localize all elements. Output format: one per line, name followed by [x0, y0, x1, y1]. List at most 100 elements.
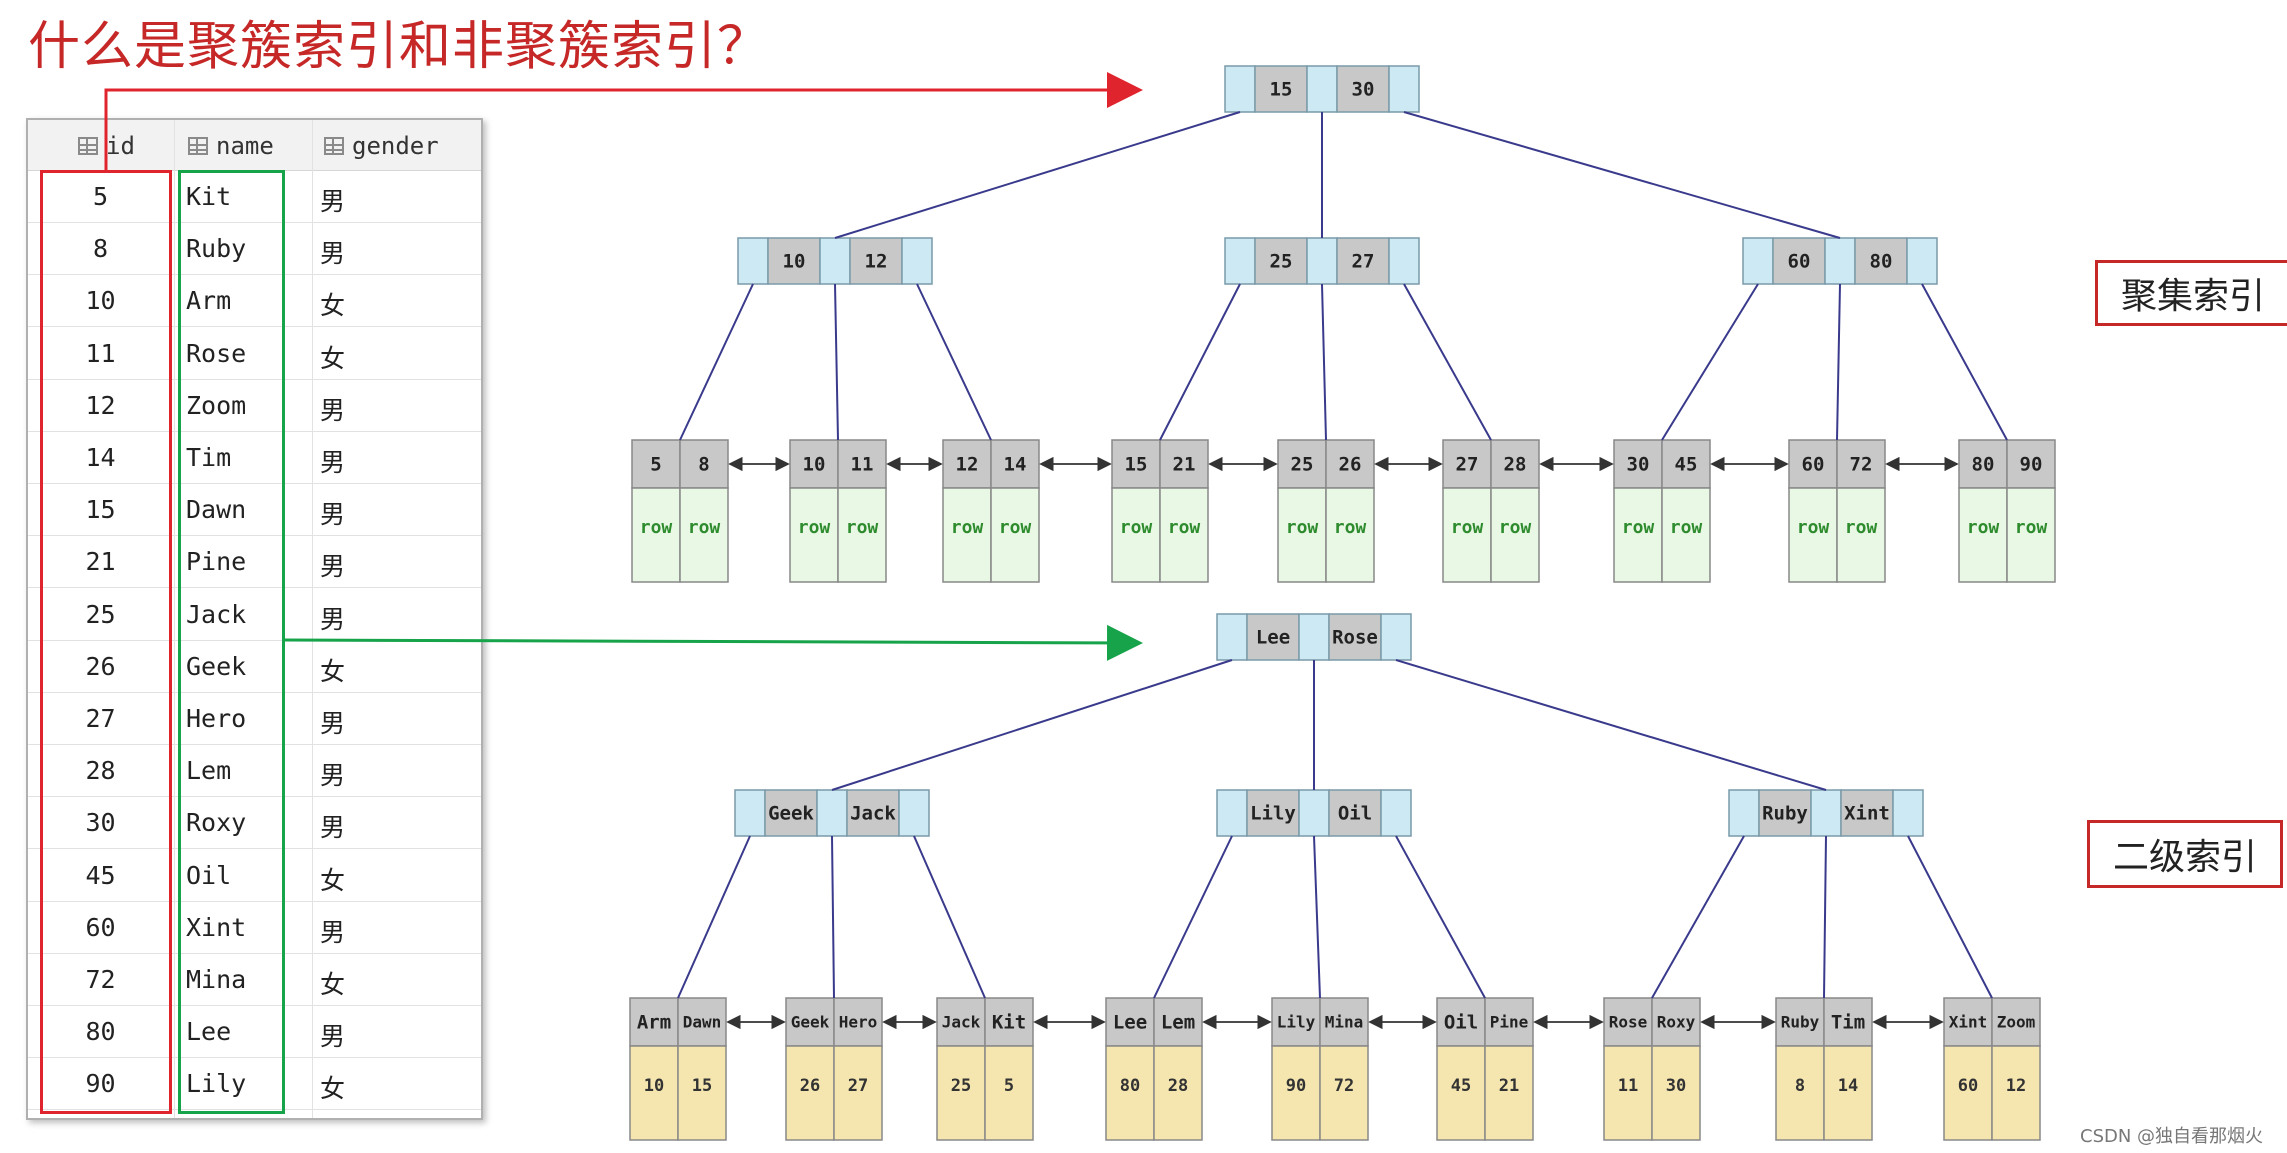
secondary-leaf-data-cell	[1319, 1045, 1369, 1141]
secondary-root-pointer-cell	[1380, 613, 1412, 661]
secondary-leaf-key: Ruby	[1781, 1013, 1820, 1032]
secondary-leaf-key-cell	[1105, 997, 1155, 1047]
secondary-internal-pointer-cell	[816, 789, 848, 837]
watermark: CSDN @独自看那烟火	[2080, 1126, 2264, 1147]
secondary-internal-key-cell	[1758, 789, 1812, 837]
secondary-internal-key-cell	[1328, 789, 1382, 837]
secondary-leaf-key: Hero	[839, 1013, 878, 1032]
clustered-leaf-data-cell	[1613, 487, 1663, 583]
secondary-internal-key-cell	[1840, 789, 1894, 837]
clustered-leaf-key: 12	[956, 454, 979, 476]
secondary-leaf-key: Mina	[1325, 1013, 1364, 1032]
clustered-leaf-data-cell	[1325, 487, 1375, 583]
secondary-leaf-key: Dawn	[683, 1013, 722, 1032]
secondary-internal-key: Xint	[1844, 803, 1890, 825]
clustered-leaf-key-cell	[631, 439, 681, 489]
clustered-internal-edge	[1836, 283, 1841, 441]
cell-name: Roxy	[186, 808, 247, 838]
clustered-internal-pointer-cell	[819, 237, 851, 285]
clustered-internal-pointer-cell	[1824, 237, 1856, 285]
clustered-leaf-data: row	[640, 517, 673, 538]
column-header-gender[interactable]: gender	[324, 132, 439, 160]
secondary-root-edge	[1395, 659, 1827, 791]
clustered-leaf-data: row	[1622, 517, 1655, 538]
secondary-leaf-key-cell	[1603, 997, 1653, 1047]
secondary-leaf-data-cell	[1991, 1045, 2041, 1141]
clustered-leaf-key-cell	[990, 439, 1040, 489]
clustered-leaf-key: 28	[1504, 454, 1527, 476]
cell-name: Jack	[186, 599, 247, 629]
clustered-leaf-data-cell	[789, 487, 839, 583]
clustered-leaf-data: row	[999, 517, 1032, 538]
secondary-internal-edge	[1651, 835, 1745, 999]
clustered-internal-pointer-cell	[1224, 237, 1256, 285]
cell-name: Xint	[186, 912, 247, 942]
secondary-leaf-key-cell	[1651, 997, 1701, 1047]
clustered-leaf-key: 21	[1173, 454, 1196, 476]
table-header: id name gender	[28, 120, 481, 171]
clustered-leaf-key-cell	[942, 439, 992, 489]
cell-gender: 男	[320, 604, 346, 634]
clustered-leaf-key: 80	[1972, 454, 1995, 476]
secondary-leaf-key-cell	[1153, 997, 1203, 1047]
clustered-leaf-data-cell	[1159, 487, 1209, 583]
secondary-leaf-key: Geek	[791, 1013, 830, 1032]
secondary-internal-edge	[1153, 835, 1233, 999]
secondary-internal-key-cell	[846, 789, 900, 837]
secondary-leaf-key: Roxy	[1657, 1013, 1696, 1032]
secondary-leaf-data-cell	[629, 1045, 679, 1141]
clustered-leaf-key-cell	[1958, 439, 2008, 489]
column-header-name[interactable]: name	[188, 132, 274, 160]
column-header-id-label: id	[106, 132, 135, 160]
clustered-internal-pointer-cell	[1906, 237, 1938, 285]
clustered-internal-edge	[916, 283, 992, 441]
secondary-internal-edge	[1395, 835, 1486, 999]
column-icon	[324, 137, 344, 155]
secondary-leaf-key-cell	[936, 997, 986, 1047]
cell-id: 12	[85, 390, 116, 420]
secondary-root-key: Lee	[1256, 627, 1290, 649]
clustered-leaf-data-cell	[942, 487, 992, 583]
cell-name: Arm	[186, 286, 232, 316]
column-header-name-label: name	[216, 132, 274, 160]
clustered-internal-key: 25	[1270, 251, 1293, 273]
secondary-leaf-key: Rose	[1609, 1013, 1648, 1032]
secondary-leaf-data-cell	[1484, 1045, 1534, 1141]
cell-id: 21	[85, 547, 116, 577]
clustered-leaf-data-cell	[2006, 487, 2056, 583]
secondary-leaf-key: Oil	[1444, 1012, 1478, 1034]
secondary-leaf-key-cell	[1823, 997, 1873, 1047]
secondary-leaf-data: 90	[1286, 1076, 1306, 1096]
secondary-leaf-data-cell	[677, 1045, 727, 1141]
cell-id: 60	[85, 912, 116, 942]
secondary-internal-key: Geek	[768, 803, 814, 825]
secondary-leaf-key-cell	[1271, 997, 1321, 1047]
secondary-internal-pointer-cell	[898, 789, 930, 837]
cell-gender: 女	[320, 1074, 346, 1104]
table-row[interactable]: 60 Xint 男	[28, 901, 481, 954]
id-column-highlight	[40, 170, 172, 1114]
clustered-leaf-key: 27	[1456, 454, 1479, 476]
cell-gender: 男	[320, 917, 346, 947]
secondary-leaf-key: Pine	[1490, 1013, 1529, 1032]
cell-gender: 男	[320, 239, 346, 269]
clustered-internal-pointer-cell	[737, 237, 769, 285]
column-header-id[interactable]: id	[78, 132, 135, 160]
